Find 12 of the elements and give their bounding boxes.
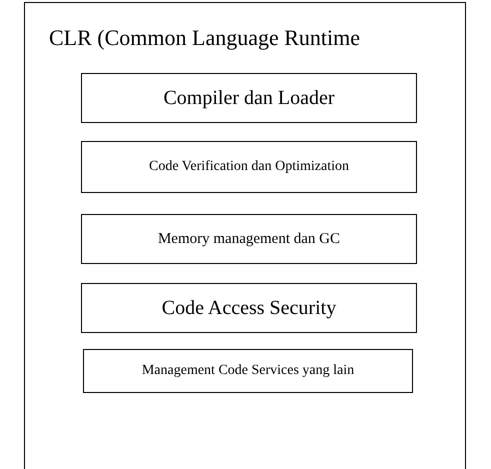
component-label: Compiler dan Loader [163, 86, 335, 110]
component-box [83, 349, 413, 393]
container-box [24, 2, 466, 469]
component-label: Code Access Security [162, 296, 336, 320]
component-label: Management Code Services yang lain [142, 363, 354, 379]
component-label: Memory management dan GC [158, 230, 340, 248]
component-label: Code Verification dan Optimization [149, 159, 349, 175]
component-box [81, 283, 417, 333]
component-box [81, 141, 417, 193]
component-box [81, 214, 417, 264]
container-title: CLR (Common Language Runtime [49, 25, 360, 51]
component-box [81, 73, 417, 123]
